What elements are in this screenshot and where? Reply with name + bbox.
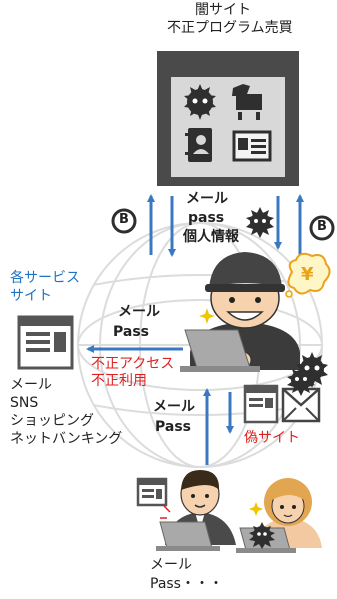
victims-label-mail: メール <box>150 557 192 573</box>
malware-icon <box>246 207 274 238</box>
id-card-icon <box>232 130 272 162</box>
victim-cred-pass: Pass <box>155 419 191 435</box>
bitcoin-icon <box>111 208 137 234</box>
service-type-mail: メール <box>10 377 52 393</box>
dark-site-screen-icon <box>157 51 299 186</box>
victim-cred-mail: メール <box>153 399 195 415</box>
alert-marks <box>160 505 171 519</box>
malware-icon <box>184 84 216 120</box>
unauthorized-access-label: 不正アクセス <box>91 356 175 372</box>
dark-site-title-line2: 不正プログラム売買 <box>167 20 293 36</box>
dark-site-title-line1: 闇サイト <box>195 2 251 18</box>
service-site-label-line1: 各サービス <box>10 270 80 286</box>
malware-icon <box>249 522 275 549</box>
service-site-label-line2: サイト <box>10 288 52 304</box>
service-type-sns: SNS <box>10 395 39 411</box>
service-type-shopping: ショッピング <box>10 413 94 429</box>
victim-man-icon <box>156 470 236 551</box>
hacker-icon <box>180 252 300 372</box>
fake-site-label: 偽サイト <box>244 430 300 446</box>
exchange-label-personal-info: 個人情報 <box>183 229 239 245</box>
webpage-icon <box>243 384 279 424</box>
bitcoin-symbol-left: B <box>119 212 129 227</box>
trojan-horse-icon <box>232 84 262 120</box>
victims-label-pass: Pass・・・ <box>150 576 223 592</box>
bitcoin-icon <box>309 215 335 241</box>
unauthorized-use-label: 不正利用 <box>91 373 147 389</box>
bitcoin-symbol-right: B <box>317 219 327 234</box>
exchange-label-mail: メール <box>186 191 228 207</box>
yen-symbol: ¥ <box>301 264 314 285</box>
yen-bubble-icon <box>285 252 331 298</box>
webpage-icon <box>17 315 74 370</box>
mail-icon <box>281 387 321 423</box>
exchange-label-pass: pass <box>188 210 225 226</box>
webpage-icon <box>136 477 168 507</box>
service-type-net-banking: ネットバンキング <box>10 431 123 447</box>
address-book-icon <box>185 128 212 162</box>
attacker-cred-pass: Pass <box>113 324 149 340</box>
victim-woman-icon <box>236 478 322 553</box>
attacker-cred-mail: メール <box>118 304 160 320</box>
malware-icon <box>287 366 315 396</box>
